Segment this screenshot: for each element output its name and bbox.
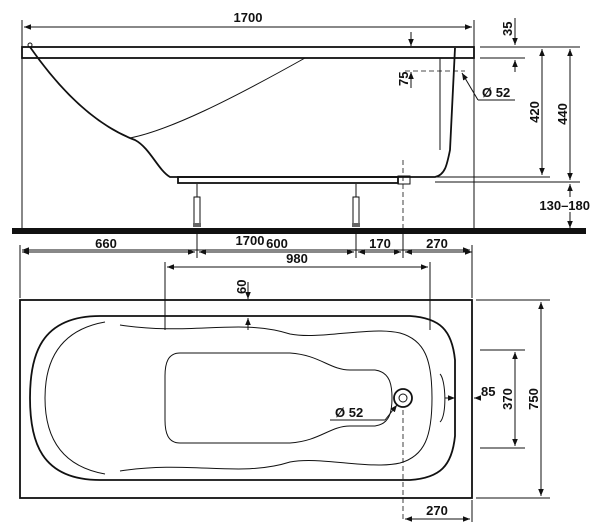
plan-view: 1700 980 60 Ø 52 85 370 750	[19, 233, 550, 522]
dim-label-drain-end: 270	[426, 236, 448, 251]
tub-base-frame	[177, 176, 399, 184]
dim-label-inner-length: 980	[286, 251, 308, 266]
dim-label-rim-offset: 60	[234, 280, 249, 294]
tub-outline-plan	[19, 299, 473, 499]
leg-left	[193, 184, 201, 227]
dim-label-inner-width: 370	[500, 388, 515, 410]
dim-label-total-height: 440	[555, 103, 570, 125]
side-view: 1700 660 600 170	[12, 10, 590, 258]
dim-label-rim-thickness: 35	[500, 22, 515, 36]
dim-label-length-plan: 1700	[236, 233, 265, 248]
leg-right	[352, 184, 360, 227]
dim-label-drain-diameter: Ø 52	[335, 405, 363, 420]
dim-label-width: 750	[526, 388, 541, 410]
dim-label-overflow-diameter: Ø 52	[482, 85, 510, 100]
dim-label-overflow-depth: 75	[396, 72, 411, 86]
dim-label-leg-offset: 660	[95, 236, 117, 251]
dim-label-drain-rim-offset: 85	[481, 384, 495, 399]
tub-body	[29, 46, 456, 178]
dim-label-leg-height: 130–180	[539, 198, 590, 213]
dim-label-drain-leg: 170	[369, 236, 391, 251]
tub-rim	[21, 46, 475, 59]
tub-inner-basin	[29, 315, 456, 481]
dim-label-drain-end-plan: 270	[426, 503, 448, 518]
drain	[393, 388, 413, 520]
dim-label-inner-depth: 420	[527, 101, 542, 123]
dim-label-leg-spacing: 600	[266, 236, 288, 251]
dim-label-length-side: 1700	[234, 10, 263, 25]
